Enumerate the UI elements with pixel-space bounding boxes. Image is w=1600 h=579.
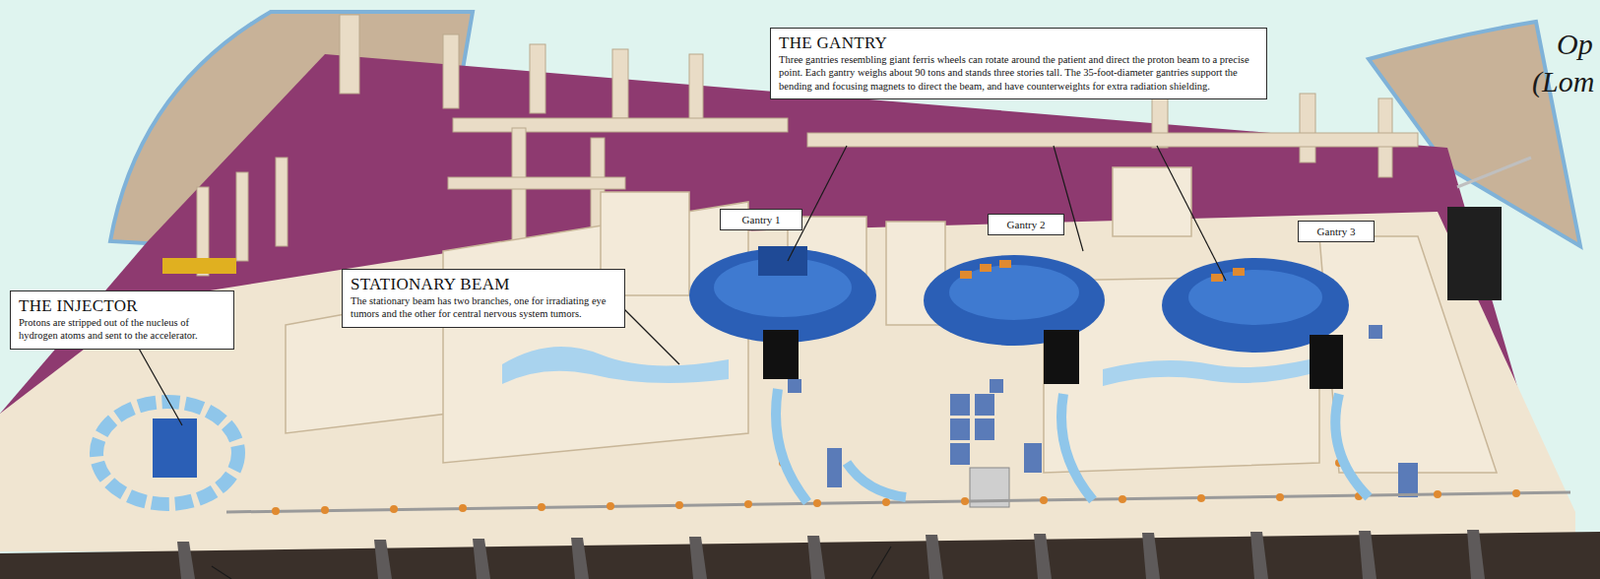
gantry-label: Gantry 3 [1297, 220, 1375, 243]
cut-title: Op [1556, 27, 1594, 61]
callout-heading: THE GANTRY [778, 33, 1259, 54]
label-text: Gantry 1 [726, 212, 796, 227]
callout-body: The stationary beam has two branches, on… [350, 294, 617, 321]
callout-body: Protons are stripped out of the nucleus … [18, 316, 226, 343]
callout-heading: THE INJECTOR [18, 296, 226, 317]
callout-body: Three gantries resembling giant ferris w… [778, 53, 1259, 94]
label-text: Gantry 2 [994, 217, 1058, 232]
cut-title: (Lom [1532, 64, 1595, 98]
callout-box: THE INJECTORProtons are stripped out of … [9, 290, 235, 350]
callout-box: STATIONARY BEAMThe stationary beam has t… [341, 268, 626, 328]
gantry-label: Gantry 1 [719, 208, 803, 231]
callout-heading: STATIONARY BEAM [350, 274, 617, 295]
callout-box: THE GANTRYThree gantries resembling gian… [769, 27, 1268, 100]
gantry-label: Gantry 2 [987, 213, 1065, 236]
label-text: Gantry 3 [1304, 224, 1368, 239]
